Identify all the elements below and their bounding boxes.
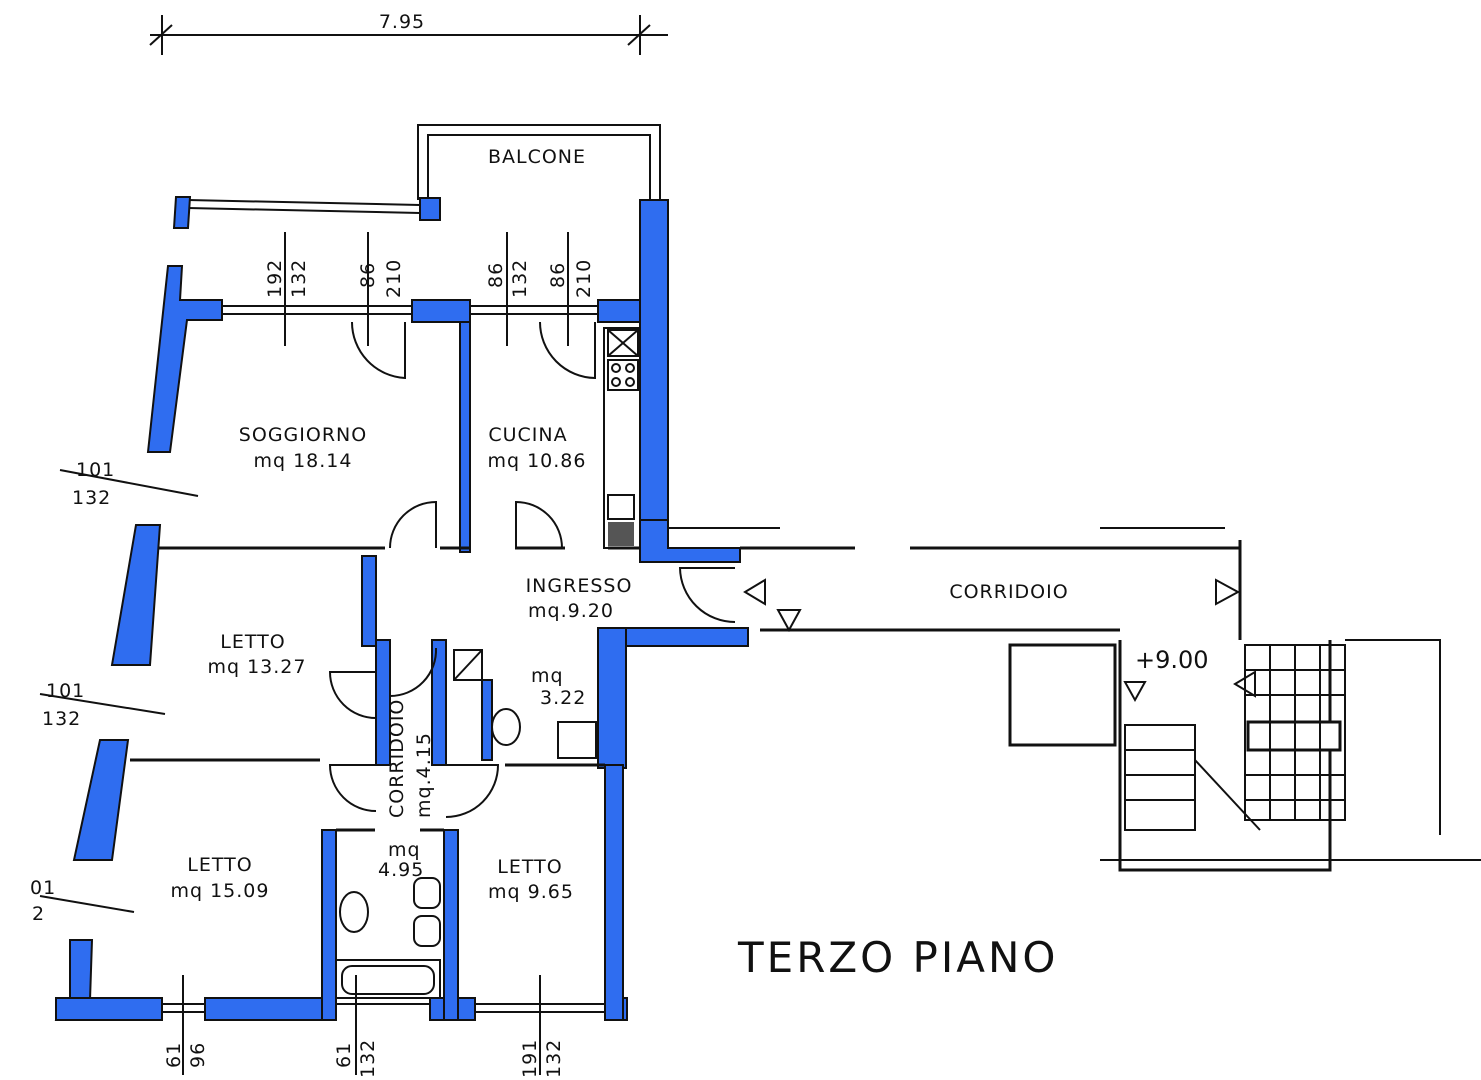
top-dimension-label: 7.95 bbox=[379, 11, 425, 33]
opening-left-2-a: 101 bbox=[46, 680, 85, 702]
opening-top-2-a: 86 bbox=[357, 262, 379, 288]
opening-left-3-b: 2 bbox=[32, 903, 45, 925]
opening-bottom-1-b: 96 bbox=[187, 1042, 209, 1068]
opening-top-2-b: 210 bbox=[383, 259, 405, 298]
opening-left-2-b: 132 bbox=[42, 708, 81, 730]
opening-top-4-b: 210 bbox=[573, 259, 595, 298]
room-soggiorno-name: SOGGIORNO bbox=[239, 424, 367, 446]
room-bagno2-mq: mq bbox=[388, 839, 421, 861]
room-cucina-name: CUCINA bbox=[488, 424, 567, 446]
room-letto3-name: LETTO bbox=[497, 856, 562, 878]
room-corridoio-name: CORRIDOIO bbox=[949, 581, 1068, 603]
room-letto3-area: mq 9.65 bbox=[488, 881, 574, 903]
opening-bottom-2-a: 61 bbox=[333, 1042, 355, 1068]
opening-left-1-a: 101 bbox=[76, 459, 115, 481]
level-label: +9.00 bbox=[1135, 646, 1209, 674]
room-bagno2-area: 4.95 bbox=[378, 859, 424, 881]
walls bbox=[54, 196, 749, 1021]
room-ingresso-area: mq.9.20 bbox=[528, 600, 614, 622]
opening-left-3-a: 01 bbox=[30, 877, 56, 899]
top-dimension: 7.95 bbox=[149, 11, 668, 55]
balcony-outline bbox=[187, 124, 661, 214]
opening-left-1-b: 132 bbox=[72, 487, 111, 509]
opening-bottom-3-b: 132 bbox=[543, 1039, 565, 1078]
opening-ticks bbox=[39, 232, 569, 1075]
floor-title: TERZO PIANO bbox=[737, 933, 1058, 982]
room-corridoio-small-name: CORRIDOIO bbox=[386, 699, 408, 818]
opening-labels: 192 132 86 210 86 132 86 210 101 132 101… bbox=[30, 259, 595, 1078]
opening-top-3-a: 86 bbox=[485, 262, 507, 288]
door-swings bbox=[328, 321, 736, 818]
room-letto1-name: LETTO bbox=[220, 631, 285, 653]
opening-top-3-b: 132 bbox=[509, 259, 531, 298]
room-letto2-area: mq 15.09 bbox=[170, 880, 269, 902]
opening-bottom-3-a: 191 bbox=[519, 1039, 541, 1078]
room-cucina-area: mq 10.86 bbox=[487, 450, 586, 472]
room-corridoio-small-area: mq.4.15 bbox=[413, 732, 435, 818]
room-balcone-name: BALCONE bbox=[488, 146, 586, 168]
room-ingresso-name: INGRESSO bbox=[526, 575, 633, 597]
opening-top-4-a: 86 bbox=[547, 262, 569, 288]
opening-bottom-1-a: 61 bbox=[163, 1042, 185, 1068]
room-labels: BALCONE SOGGIORNO mq 18.14 CUCINA mq 10.… bbox=[170, 146, 1068, 903]
opening-top-1-a: 192 bbox=[264, 259, 286, 298]
room-soggiorno-area: mq 18.14 bbox=[253, 450, 352, 472]
opening-top-1-b: 132 bbox=[288, 259, 310, 298]
room-bagno1-area: 3.22 bbox=[540, 687, 586, 709]
room-letto2-name: LETTO bbox=[187, 854, 252, 876]
opening-bottom-2-b: 132 bbox=[357, 1039, 379, 1078]
room-letto1-area: mq 13.27 bbox=[207, 656, 306, 678]
room-bagno1-mq: mq bbox=[531, 665, 564, 687]
